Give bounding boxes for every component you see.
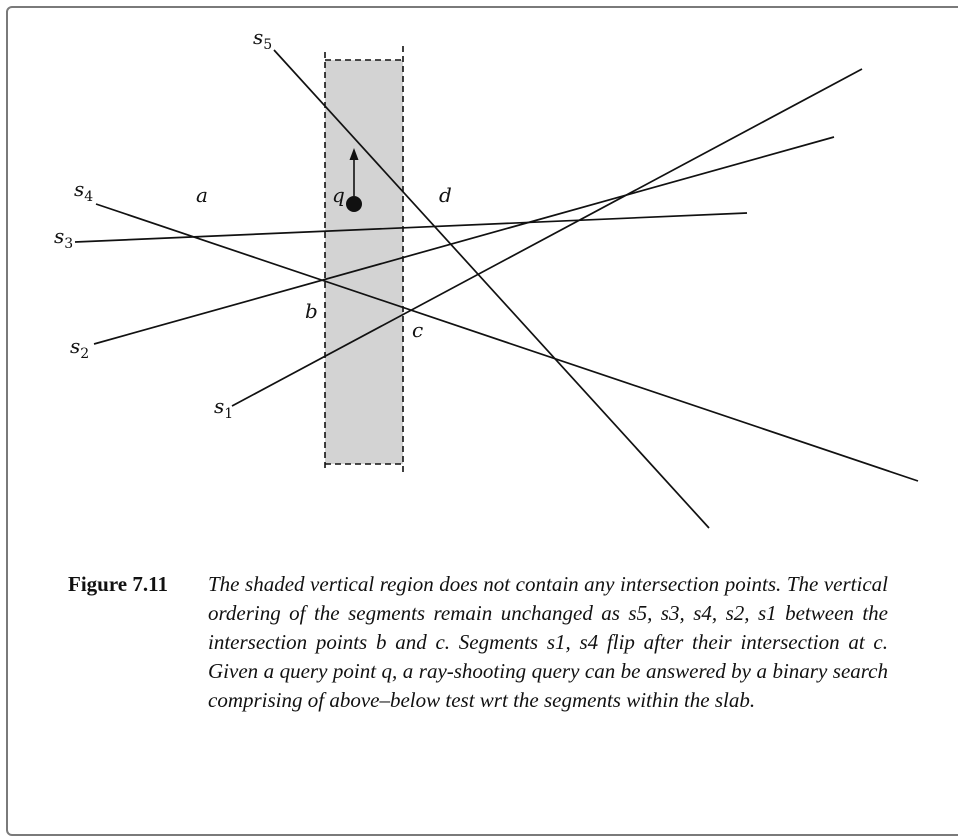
segment-s4 [95,203,919,482]
segment-slab-diagram: s5 s4 s3 s2 s1 a q d b c [54,25,919,529]
query-point [346,196,362,212]
figure-caption: Figure 7.11 The shaded vertical region d… [68,570,938,715]
figure-label: Figure 7.11 [68,572,168,596]
point-label-a: a [196,183,208,207]
point-label-b: b [305,299,318,323]
segment-s2 [93,136,835,345]
segment-s5 [273,49,710,529]
segment-label-s2: s2 [70,334,89,362]
shaded-slab [325,60,403,464]
point-label-c: c [412,318,423,342]
segment-label-s4: s4 [74,177,93,205]
segment-s3 [74,212,748,243]
figure-caption-text: The shaded vertical region does not cont… [208,572,888,712]
segment-label-s5: s5 [253,25,272,53]
point-label-q: q [332,183,345,207]
query-ray-arrowhead [349,148,359,160]
point-label-d: d [439,183,452,207]
segment-s1 [231,68,863,407]
segment-label-s3: s3 [54,224,73,252]
segment-label-s1: s1 [214,394,233,422]
